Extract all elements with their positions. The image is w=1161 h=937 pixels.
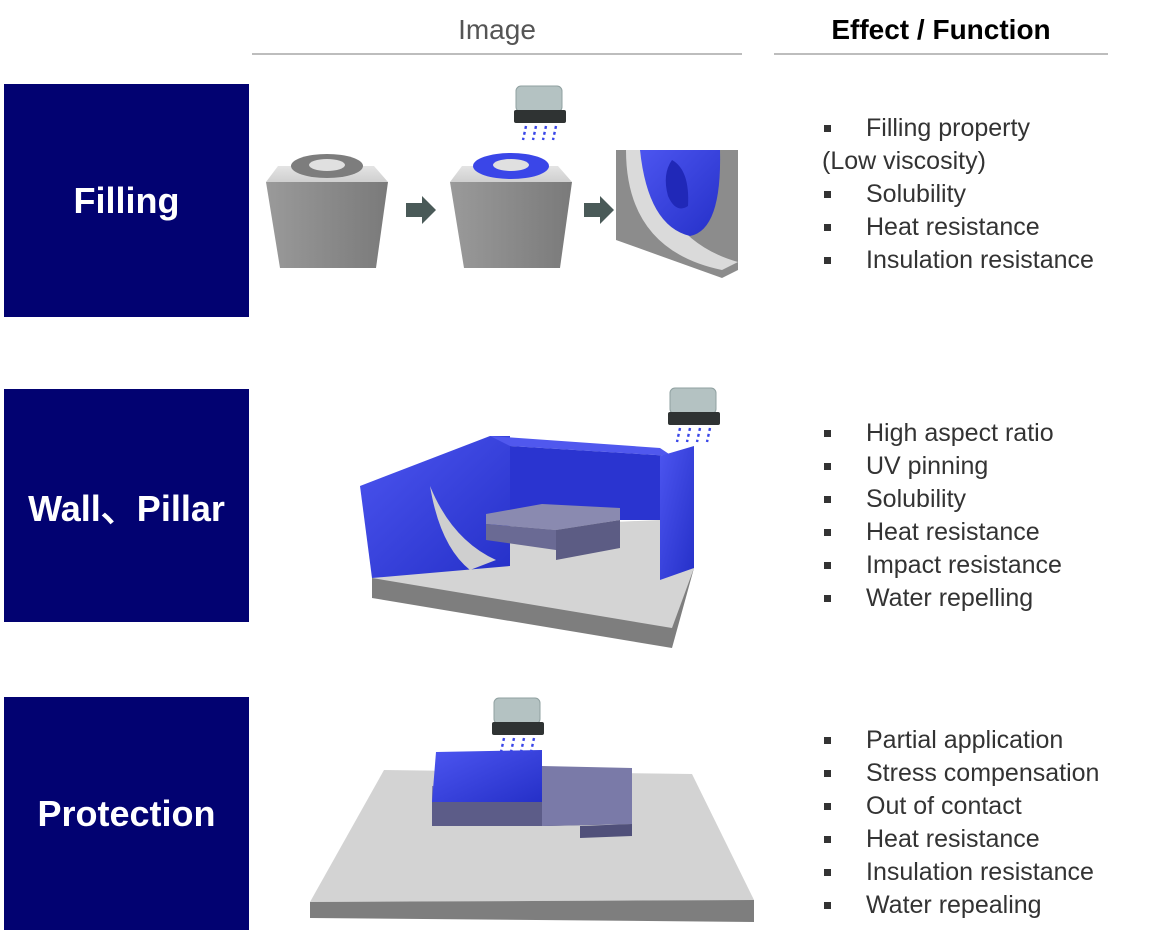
list-item: Water repealing <box>822 889 1099 922</box>
effect-list-filling: Filling property (Low viscosity) Solubil… <box>822 112 1094 277</box>
arrow-2 <box>584 196 614 224</box>
list-item: Insulation resistance <box>822 244 1094 277</box>
column-header-image: Image <box>458 14 536 45</box>
row-label-filling: Filling <box>4 84 249 317</box>
protection-structure <box>310 750 754 922</box>
effect-list-wall-pillar: High aspect ratio UV pinning Solubility … <box>822 417 1062 615</box>
list-item: Stress compensation <box>822 757 1099 790</box>
list-item: Heat resistance <box>822 823 1099 856</box>
column-divider-image <box>252 53 742 55</box>
list-item: (Low viscosity) <box>822 147 986 175</box>
row-label-filling-text: Filling <box>73 179 180 221</box>
list-item: UV pinning <box>822 450 1062 483</box>
row-label-protection: Protection <box>4 697 249 930</box>
list-item: Partial application <box>822 724 1099 757</box>
wall-nozzle-icon <box>666 386 722 444</box>
arrow-1 <box>406 196 436 224</box>
row-label-wall-pillar-text: Wall、Pillar <box>28 487 225 529</box>
list-item: Filling property <box>822 112 1094 145</box>
list-item: Heat resistance <box>822 211 1094 244</box>
column-header-effect: Effect / Function <box>831 14 1051 45</box>
row-label-protection-text: Protection <box>37 792 216 834</box>
filling-step-3-cutaway <box>616 150 738 278</box>
list-item: High aspect ratio <box>822 417 1062 450</box>
list-item: Insulation resistance <box>822 856 1099 889</box>
list-item: Water repelling <box>822 582 1062 615</box>
effect-list-protection: Partial application Stress compensation … <box>822 724 1099 922</box>
list-item: Solubility <box>822 178 1094 211</box>
list-item: Out of contact <box>822 790 1099 823</box>
wall-pillar-structure <box>360 436 694 648</box>
list-item: Impact resistance <box>822 549 1062 582</box>
column-divider-effect <box>774 53 1108 55</box>
filling-step-2-block <box>450 153 572 268</box>
list-item: Solubility <box>822 483 1062 516</box>
protection-nozzle-icon <box>490 696 546 754</box>
list-item: Heat resistance <box>822 516 1062 549</box>
row-label-wall-pillar: Wall、Pillar <box>4 389 249 622</box>
filling-step-1-block <box>266 154 388 268</box>
dispense-nozzle-icon <box>512 84 568 142</box>
